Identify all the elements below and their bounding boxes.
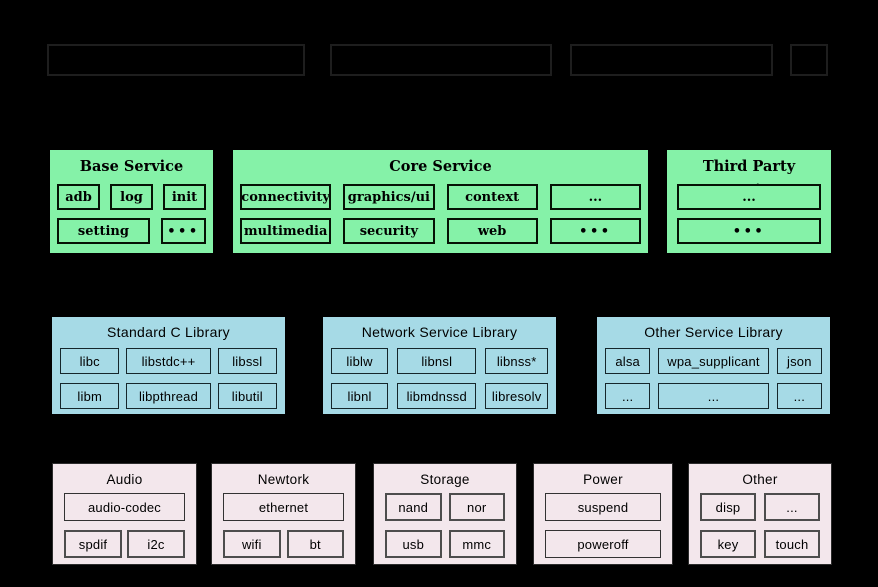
other-title: Other: [742, 472, 778, 487]
top-placeholder-box-4: [790, 44, 828, 76]
component-json: json: [776, 348, 822, 374]
component-ethernet: ethernet: [223, 493, 344, 521]
component-poweroff: poweroff: [545, 530, 661, 558]
power-title: Power: [583, 472, 623, 487]
panel-power: Power suspend poweroff: [533, 463, 673, 565]
component-bt: bt: [286, 530, 344, 558]
component-usb: usb: [385, 530, 442, 558]
other-service-library-title: Other Service Library: [644, 324, 783, 340]
component-ellipsis: •••: [160, 218, 206, 244]
panel-third-party-service: Third Party Service ... •••: [667, 150, 831, 253]
component-liblw: liblw: [331, 348, 389, 374]
network-service-library-title: Network Service Library: [361, 324, 518, 340]
component-suspend: suspend: [545, 493, 661, 521]
component-wpa-supplicant: wpa_supplicant: [658, 348, 769, 374]
component-libssl: libssl: [217, 348, 277, 374]
component-ellipsis: ...: [605, 383, 651, 409]
audio-title: Audio: [106, 472, 143, 487]
component-libstdcpp: libstdc++: [126, 348, 211, 374]
component-spdif: spdif: [64, 530, 122, 558]
panel-core-service: Core Service connectivity graphics/ui co…: [233, 150, 648, 253]
top-placeholder-box-1: [47, 44, 305, 76]
panel-network-service-library: Network Service Library liblw libnsl lib…: [323, 317, 556, 414]
panel-base-service: Base Service adb log init setting •••: [50, 150, 213, 253]
component-init: init: [163, 184, 206, 210]
component-libpthread: libpthread: [126, 383, 211, 409]
component-libutil: libutil: [217, 383, 277, 409]
component-ellipsis: ...: [764, 493, 820, 521]
component-ellipsis: ...: [677, 184, 821, 210]
component-libc: libc: [60, 348, 120, 374]
base-service-title: Base Service: [79, 158, 184, 175]
top-placeholder-box-3: [570, 44, 773, 76]
component-context: context: [446, 184, 538, 210]
component-multimedia: multimedia: [240, 218, 332, 244]
component-adb: adb: [57, 184, 100, 210]
component-ellipsis: ...: [776, 383, 822, 409]
component-mmc: mmc: [448, 530, 505, 558]
component-touch: touch: [764, 530, 820, 558]
standard-c-library-title: Standard C Library: [107, 324, 230, 340]
component-libnl: libnl: [331, 383, 389, 409]
component-web: web: [446, 218, 538, 244]
component-libresolv: libresolv: [485, 383, 548, 409]
panel-other: Other disp ... key touch: [688, 463, 832, 565]
newtork-title: Newtork: [257, 472, 310, 487]
component-libmdnssd: libmdnssd: [397, 383, 477, 409]
component-ellipsis: •••: [549, 218, 641, 244]
storage-title: Storage: [420, 472, 470, 487]
component-graphics-ui: graphics/ui: [343, 184, 435, 210]
component-ellipsis: ...: [658, 383, 769, 409]
component-key: key: [700, 530, 756, 558]
panel-storage: Storage nand nor usb mmc: [373, 463, 517, 565]
panel-standard-c-library: Standard C Library libc libstdc++ libssl…: [52, 317, 285, 414]
panel-other-service-library: Other Service Library alsa wpa_supplican…: [597, 317, 830, 414]
core-service-title: Core Service: [389, 158, 492, 175]
component-wifi: wifi: [223, 530, 281, 558]
component-connectivity: connectivity: [240, 184, 332, 210]
third-party-service-title: Third Party Service: [702, 158, 796, 199]
component-libnsl: libnsl: [397, 348, 477, 374]
panel-newtork: Newtork ethernet wifi bt: [211, 463, 356, 565]
component-alsa: alsa: [605, 348, 651, 374]
component-nand: nand: [385, 493, 442, 521]
component-audio-codec: audio-codec: [64, 493, 185, 521]
component-disp: disp: [700, 493, 756, 521]
component-libnss: libnss*: [485, 348, 548, 374]
top-placeholder-box-2: [330, 44, 552, 76]
component-ellipsis: ...: [549, 184, 641, 210]
component-libm: libm: [60, 383, 120, 409]
component-nor: nor: [448, 493, 505, 521]
component-security: security: [343, 218, 435, 244]
component-log: log: [110, 184, 153, 210]
panel-audio: Audio audio-codec spdif i2c: [52, 463, 197, 565]
component-i2c: i2c: [127, 530, 185, 558]
component-ellipsis: •••: [677, 218, 821, 244]
component-setting: setting: [57, 218, 150, 244]
